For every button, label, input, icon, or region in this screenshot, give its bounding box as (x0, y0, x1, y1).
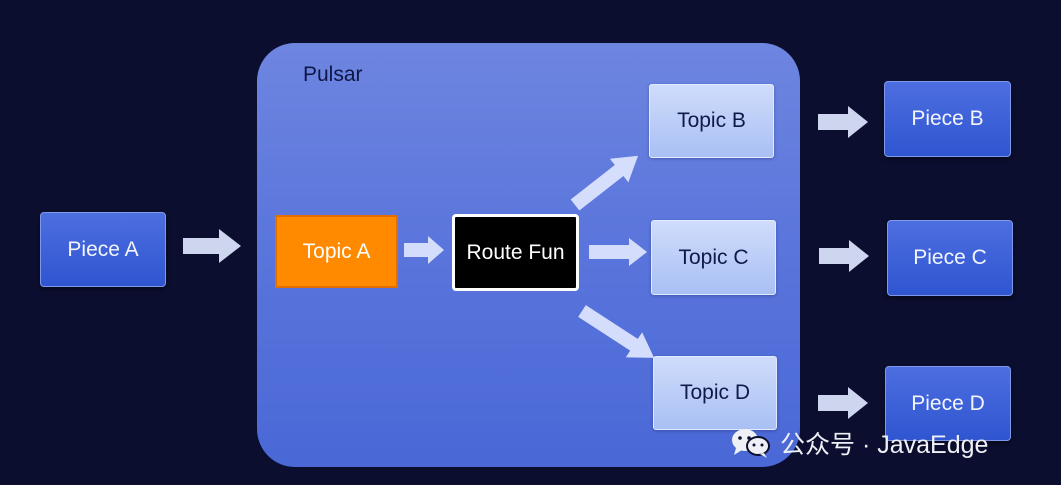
piece-d-label: Piece D (911, 391, 985, 415)
piece-c-box: Piece C (887, 220, 1013, 296)
arrow-topic-d-to-piece-d (818, 387, 868, 419)
pulsar-title: Pulsar (303, 63, 363, 86)
watermark: 公众号 · JavaEdge (730, 425, 988, 461)
topic-c-box: Topic C (651, 220, 776, 295)
arrow-topic-a-to-route (404, 236, 444, 264)
route-fun-box: Route Fun (452, 214, 579, 291)
piece-d-box: Piece D (885, 366, 1011, 441)
topic-a-label: Topic A (302, 239, 371, 263)
piece-a-label: Piece A (67, 237, 139, 261)
wechat-icon (732, 429, 770, 458)
topic-b-label: Topic B (677, 109, 746, 132)
watermark-text: 公众号 · JavaEdge (780, 431, 989, 459)
arrow-route-to-topic-b (570, 155, 639, 211)
arrow-topic-b-to-piece-b (818, 106, 868, 138)
topic-d-label: Topic D (679, 381, 751, 404)
arrow-topic-c-to-piece-c (819, 240, 869, 272)
piece-c-label: Piece C (913, 246, 987, 269)
arrow-route-to-topic-c (589, 238, 647, 266)
arrow-piece-a-to-topic-a (183, 229, 241, 263)
piece-b-label: Piece B (911, 107, 984, 130)
topic-c-label: Topic C (678, 245, 749, 269)
arrow-route-to-topic-d (578, 305, 655, 358)
topic-b-box: Topic B (649, 84, 774, 158)
piece-a-box: Piece A (40, 212, 166, 287)
piece-b-box: Piece B (884, 81, 1011, 157)
topic-d-box: Topic D (653, 356, 777, 430)
route-fun-label: Route Fun (466, 240, 565, 264)
topic-a-box: Topic A (275, 215, 398, 288)
